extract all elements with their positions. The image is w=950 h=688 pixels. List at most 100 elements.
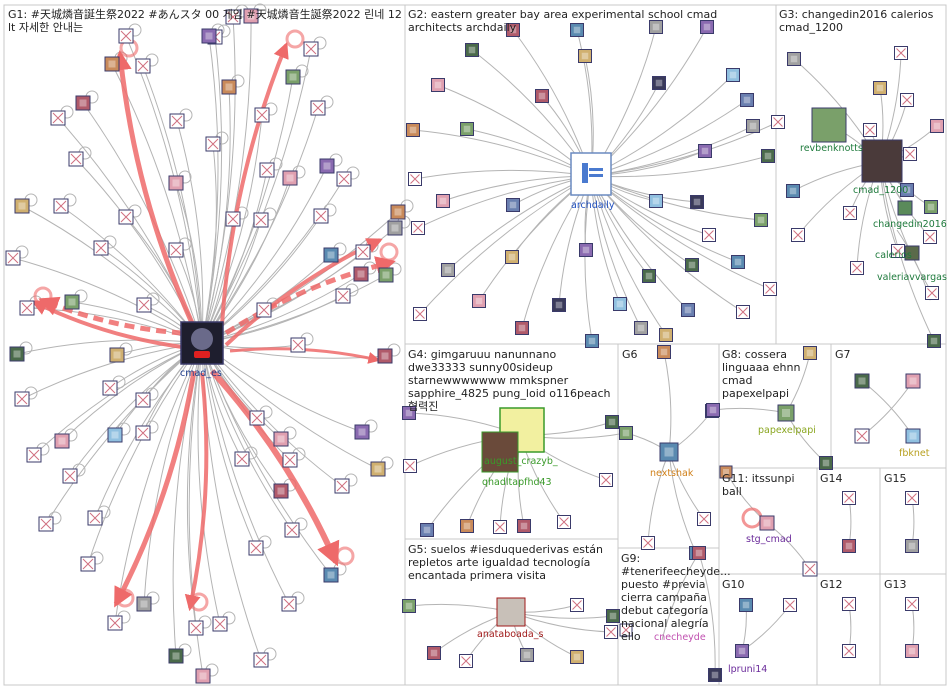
label-fbknet: fbknet <box>899 448 930 459</box>
cmad-es-hub-face <box>191 328 213 350</box>
user-avatar-node <box>642 269 656 283</box>
group-title-g6: G6 <box>622 348 638 361</box>
avatar-image-box <box>136 596 152 612</box>
avatar-image-box <box>552 298 566 312</box>
missing-avatar-cross <box>312 102 324 114</box>
user-avatar-node <box>136 596 152 612</box>
edge <box>846 603 853 652</box>
user-avatar-node <box>900 183 914 197</box>
avatar-image-detail <box>374 465 382 473</box>
user-avatar-node <box>253 212 269 228</box>
avatar-image-box <box>905 373 921 389</box>
self-loop-edge <box>379 242 399 262</box>
qhadltapfhd43-avatar <box>481 431 519 473</box>
missing-avatar-cross <box>286 524 298 536</box>
user-avatar-node <box>102 380 118 396</box>
changedin2016-avatar <box>897 200 913 216</box>
missing-avatar-cross <box>89 512 101 524</box>
user-avatar-node <box>854 373 870 389</box>
avatar-image-detail <box>662 331 670 339</box>
user-avatar-node <box>225 211 241 227</box>
user-avatar-node <box>256 302 272 318</box>
missing-avatar-cross <box>170 244 182 256</box>
user-avatar-node <box>273 431 289 447</box>
avatar-image-detail <box>622 429 630 437</box>
avatar-image-box <box>613 297 627 311</box>
self-loop-edge <box>285 29 305 49</box>
avatar-image-box <box>642 269 656 283</box>
avatar-image-detail <box>573 26 581 34</box>
user-avatar-node <box>201 28 217 44</box>
avatar-image-box <box>517 519 531 533</box>
user-avatar-node <box>842 644 856 658</box>
user-avatar-node <box>579 243 593 257</box>
user-avatar-node <box>685 258 699 272</box>
avatar-image-box <box>905 644 919 658</box>
avatar-image-box <box>700 20 714 34</box>
avatar-image-detail <box>703 23 711 31</box>
group-title-g13: G13 <box>884 578 907 591</box>
avatar-image-box <box>854 373 870 389</box>
missing-avatar-cross <box>104 382 116 394</box>
avatar-image-box <box>54 433 70 449</box>
user-avatar-node <box>927 334 941 348</box>
avatar-image-box <box>506 198 520 212</box>
user-avatar-node <box>681 303 695 317</box>
avatar-image-detail <box>616 300 624 308</box>
avatar-image-detail <box>277 435 285 443</box>
group-title-g10: G10 <box>722 578 745 591</box>
user-avatar-node <box>234 451 250 467</box>
user-avatar-node <box>212 616 228 632</box>
avatar-image-box <box>698 144 712 158</box>
edge <box>590 175 771 290</box>
edge <box>143 342 203 605</box>
missing-avatar-cross <box>925 232 935 242</box>
avatar-image-box <box>706 403 720 417</box>
avatar-image-detail <box>743 96 751 104</box>
avatar-image-box <box>319 158 335 174</box>
avatar-image-detail <box>555 301 563 309</box>
avatar-image-box <box>777 404 795 422</box>
avatar-image-detail <box>581 52 589 60</box>
missing-avatar-cross <box>765 284 775 294</box>
user-avatar-node <box>249 410 265 426</box>
avatar-image-detail <box>695 549 703 557</box>
user-avatar-node <box>441 263 455 277</box>
edge <box>412 129 592 177</box>
missing-avatar-cross <box>907 599 917 609</box>
avatar-image-box <box>649 20 663 34</box>
missing-avatar-cross <box>109 617 121 629</box>
missing-avatar-cross <box>601 475 611 485</box>
user-avatar-node <box>697 512 711 526</box>
avatar-image-detail <box>463 522 471 530</box>
avatar-image-detail <box>764 152 772 160</box>
avatar-image-box <box>402 599 416 613</box>
user-avatar-node <box>493 520 507 534</box>
avatar-image-box <box>520 648 534 662</box>
avatar-image-detail <box>508 253 516 261</box>
missing-avatar-cross <box>856 430 868 442</box>
avatar-image-box <box>803 346 817 360</box>
user-avatar-node <box>791 228 805 242</box>
user-avatar-node <box>787 52 801 66</box>
user-avatar-node <box>136 297 152 313</box>
avatar-image-detail <box>729 71 737 79</box>
avatar-image-box <box>431 78 445 92</box>
missing-avatar-cross <box>357 246 369 258</box>
avatar-image-detail <box>709 406 717 414</box>
avatar-image-detail <box>806 349 814 357</box>
avatar-image-detail <box>277 487 285 495</box>
missing-avatar-cross <box>865 125 875 135</box>
avatar-image-box <box>759 515 775 531</box>
avatar-image-detail <box>423 526 431 534</box>
avatar-image-box <box>619 426 633 440</box>
user-avatar-node <box>168 242 184 258</box>
user-avatar-node <box>26 447 42 463</box>
missing-avatar-cross <box>40 518 52 530</box>
missing-avatar-cross <box>804 563 816 575</box>
strong-edge <box>184 372 209 612</box>
user-avatar-node <box>692 546 706 560</box>
edge <box>590 175 744 313</box>
edge <box>200 35 219 344</box>
user-avatar-node <box>777 404 795 422</box>
